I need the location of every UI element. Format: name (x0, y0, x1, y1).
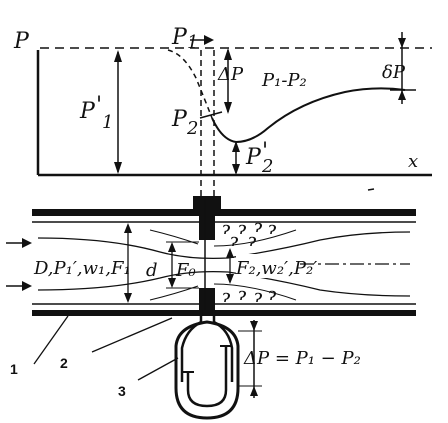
manometer-level-arrow-top (250, 321, 258, 331)
outlet-f2-arrow-up (226, 248, 234, 258)
p1-prime-arrow-down (114, 162, 122, 174)
inlet-parameters: D,P₁′,w₁,F₁ (33, 258, 131, 279)
delta-small-arrow-top (398, 38, 406, 48)
p1-prime-subscript: 1 (102, 112, 113, 133)
eddy-swirls-top: ɂ ɂ ɂ ɂ ɂ ɂ (222, 216, 277, 251)
orifice-flange (193, 196, 221, 216)
inlet-d-arrow-down (124, 293, 132, 303)
streamline-top (37, 231, 411, 260)
p1-prime-mark: ' (96, 93, 102, 118)
svg-text:ɂ: ɂ (222, 218, 231, 239)
manometer: ΔP = P₁ − P₂ (174, 310, 361, 420)
orifice-plate-lower (199, 288, 215, 310)
p1-prime-label: P (79, 99, 96, 124)
delta-small-arrow-bottom (398, 90, 406, 100)
delta-small-label: δP (382, 62, 406, 83)
vena-contracta-line-top (213, 229, 297, 247)
p2-prime-subscript: 2 (261, 156, 273, 177)
svg-text:ɂ: ɂ (230, 230, 239, 251)
outlet-label-bg (236, 254, 298, 278)
p1-arrow-head (204, 35, 214, 45)
svg-text:ɂ: ɂ (248, 230, 257, 251)
callouts: 1 2 3 (10, 315, 179, 399)
orifice-area-label: F₀ (175, 260, 196, 281)
svg-text:ɂ: ɂ (238, 218, 247, 239)
manometer-liquid (186, 346, 228, 408)
streamline-lower-mid (149, 285, 199, 301)
pipe-bottom-wall (32, 310, 416, 316)
streamline-bottom (37, 270, 411, 297)
pressure-graph: P x P ' 1 P 1 ΔP P₁-P₂ P 2 δ (13, 25, 432, 177)
callout-1-leader (33, 315, 69, 365)
delta-p-label: ΔP (217, 64, 244, 85)
svg-text:ɂ: ɂ (254, 216, 263, 237)
p1-prime-arrow-up (114, 50, 122, 62)
p2-point-subscript: 2 (186, 118, 198, 139)
orifice-d-arrow-up (168, 242, 176, 252)
delta-p-arrow-down (224, 102, 232, 114)
p1-point-label: P (171, 25, 188, 50)
outlet-parameters: F₂,w₂′,P₂′ (235, 258, 317, 279)
orifice-projection-lines (200, 50, 215, 196)
pipe: ɂ ɂ ɂ ɂ ɂ ɂ ɂ ɂ ɂ ɂ D,P₁′,w₁,F₁ d F (6, 196, 416, 316)
inlet-arrow-lower-head (22, 281, 32, 291)
svg-text:ɂ: ɂ (238, 284, 247, 305)
pressure-recovery-curve (211, 87, 406, 144)
p1-point-subscript: 1 (187, 32, 198, 53)
svg-text:ɂ: ɂ (268, 218, 277, 239)
y-axis-label: P (13, 29, 30, 54)
callout-1-number: 1 (10, 361, 18, 377)
speck-mark (367, 188, 375, 191)
x-axis-label: x (408, 151, 418, 172)
callout-2-number: 2 (60, 355, 68, 371)
manometer-level-arrow-bottom (250, 386, 258, 396)
pressure-difference-label: P₁-P₂ (261, 70, 307, 91)
streamline-upper-mid (149, 229, 199, 245)
p2-tick (199, 111, 223, 119)
inlet-d-arrow-up (124, 223, 132, 233)
svg-text:ɂ: ɂ (222, 286, 231, 307)
p2-prime-mark: ' (262, 139, 268, 164)
orifice-plate-upper (199, 216, 215, 240)
p2-point-label: P (171, 107, 188, 132)
p2-prime-label: P (245, 145, 262, 170)
eddy-swirls-bottom: ɂ ɂ ɂ ɂ (222, 284, 277, 307)
callout-3-number: 3 (118, 383, 126, 399)
delta-p-arrow-up (224, 48, 232, 60)
pipe-top-wall (32, 209, 416, 216)
inlet-label-bg (32, 252, 124, 278)
manometer-equation: ΔP = P₁ − P₂ (243, 348, 361, 369)
orifice-d-arrow-down (168, 278, 176, 288)
vena-contracta-line-bottom (213, 283, 297, 301)
callout-2-leader (91, 317, 173, 353)
p2-prime-arrow-up (232, 141, 240, 152)
manometer-u-outer (174, 320, 240, 420)
orifice-diameter-label: d (146, 260, 158, 281)
inlet-arrow-upper-head (22, 238, 32, 248)
p2-prime-arrow-down (232, 164, 240, 175)
svg-text:ɂ: ɂ (268, 284, 277, 305)
outlet-f2-arrow-down (226, 274, 234, 284)
svg-text:ɂ: ɂ (254, 286, 263, 307)
pressure-approach-curve (167, 49, 213, 119)
callout-3-leader (137, 357, 179, 381)
